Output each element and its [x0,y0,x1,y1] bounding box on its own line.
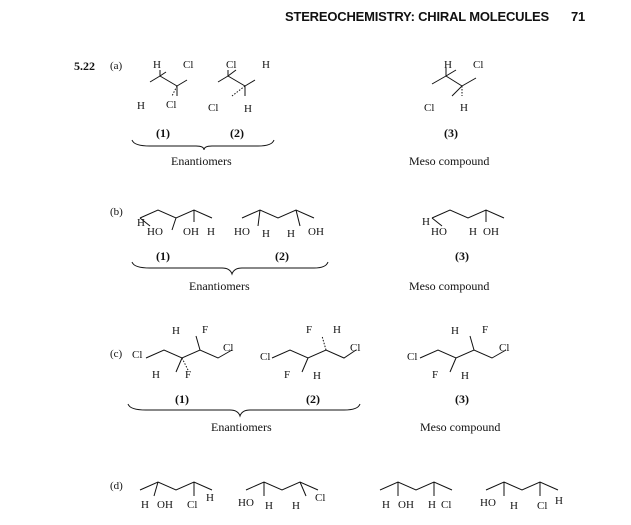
a-pair-caption: Enantiomers [171,154,232,168]
b3-right-oh: OH [483,226,499,238]
part-label-d: (d) [110,480,123,492]
molecule-b3 [431,209,505,227]
c2-top-f: F [306,324,313,336]
b1-left-h: H [137,217,145,229]
d1-label-1: H [141,499,149,511]
a3-bottom-h: H [460,102,468,114]
d1-label-4: H [206,492,214,504]
a2-bottom-h: H [244,103,252,115]
b-pair-caption: Enantiomers [189,279,250,293]
d1-label-2: OH [157,499,173,511]
a2-top-h: H [262,59,270,71]
d2-label-2: H [265,500,273,512]
a1-top-h: H [153,59,161,71]
a1-bottom-cl: Cl [166,99,177,111]
page-number: 71 [571,9,586,24]
a2-top-cl: Cl [226,59,237,71]
d3-label-3: H [428,499,436,511]
b3-right-h: H [469,226,477,238]
c2-top-h: H [333,324,341,336]
problem-number: 5.22 [74,59,95,73]
a1-number: (1) [156,126,170,140]
c2-right-cl: Cl [350,342,361,354]
c3-right-cl: Cl [499,342,510,354]
c3-top-f: F [482,324,489,336]
c2-left-cl: Cl [260,351,271,363]
b3-number: (3) [455,249,469,263]
b3-left-h: H [422,216,430,228]
c1-left-cl: Cl [132,349,143,361]
brace-b [131,261,329,276]
b2-right-h: H [287,228,295,240]
c1-right-cl: Cl [223,342,234,354]
d3-label-2: OH [398,499,414,511]
b2-left-h: H [262,228,270,240]
d4-label-3: Cl [537,500,548,512]
c3-bottom-f: F [432,369,439,381]
c-pair-caption: Enantiomers [211,420,272,434]
b2-right-oh: OH [308,226,324,238]
part-label-c: (c) [110,348,123,360]
molecule-a3 [431,68,477,97]
d4-label-2: H [510,500,518,512]
molecule-a2 [217,69,256,97]
part-label-b: (b) [110,206,123,218]
a3-top-cl: Cl [473,59,484,71]
molecule-d3 [379,481,453,496]
d4-label-4: H [555,495,563,507]
a2-number: (2) [230,126,244,140]
header-title: STEREOCHEMISTRY: CHIRAL MOLECULES [285,9,550,24]
a2-bottom-cl: Cl [208,102,219,114]
a3-number: (3) [444,126,458,140]
a1-top-cl: Cl [183,59,194,71]
b1-right-oh: OH [183,226,199,238]
c3-bottom-h: H [461,370,469,382]
b1-left-oh: HO [147,226,163,238]
c1-number: (1) [175,392,189,406]
c2-bottom-h: H [313,370,321,382]
d2-label-1: HO [238,497,254,509]
b1-right-h: H [207,226,215,238]
part-label-a: (a) [110,60,123,72]
molecule-c1 [145,335,233,373]
c1-top-f: F [202,324,209,336]
running-header: STEREOCHEMISTRY: CHIRAL MOLECULES 71 [285,9,585,24]
brace-c [127,403,361,418]
molecule-b2 [241,209,315,227]
a3-top-h: H [444,59,452,71]
a1-bottom-h: H [137,100,145,112]
c-meso-caption: Meso compound [420,420,501,434]
c2-bottom-f: F [284,369,291,381]
c3-top-h: H [451,325,459,337]
c1-bottom-h: H [152,369,160,381]
molecule-a1 [149,70,188,97]
d3-label-4: Cl [441,499,452,511]
d4-label-1: HO [480,497,496,509]
d3-label-1: H [382,499,390,511]
molecule-b1 [139,209,213,231]
molecule-c3 [419,335,507,373]
b2-number: (2) [275,249,289,263]
c1-bottom-f: F [185,369,192,381]
d1-label-3: Cl [187,499,198,511]
molecule-c2 [271,335,357,373]
molecule-d2 [245,481,319,497]
c3-left-cl: Cl [407,351,418,363]
c3-number: (3) [455,392,469,406]
d2-label-3: H [292,500,300,512]
brace-a [131,139,275,151]
molecule-d4 [485,481,559,496]
molecule-d1 [139,481,213,497]
d2-label-4: Cl [315,492,326,504]
c2-number: (2) [306,392,320,406]
b2-left-oh: HO [234,226,250,238]
b3-left-oh: HO [431,226,447,238]
a3-bottom-cl: Cl [424,102,435,114]
b-meso-caption: Meso compound [409,279,490,293]
c1-top-h: H [172,325,180,337]
a-meso-caption: Meso compound [409,154,490,168]
b1-number: (1) [156,249,170,263]
